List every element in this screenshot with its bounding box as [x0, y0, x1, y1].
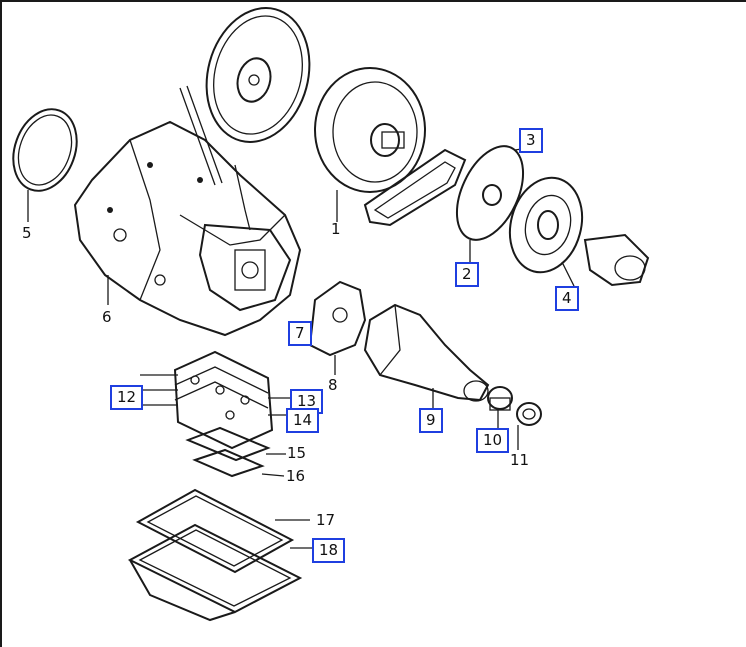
label-14: 14 — [286, 408, 320, 433]
part-8-extension-gasket — [308, 280, 367, 375]
part-5-gasket — [12, 108, 78, 222]
part-1-torque-converter — [314, 67, 426, 222]
label-11: 11 — [510, 451, 530, 469]
pump-gasket — [363, 148, 467, 227]
part-17-oil-pan-gasket — [135, 488, 310, 574]
label-12: 12 — [110, 385, 144, 410]
part-4-oil-pump — [508, 176, 650, 287]
valve-body — [140, 350, 292, 478]
label-17: 17 — [316, 511, 336, 529]
label-1: 1 — [331, 220, 341, 238]
part-18-oil-pan — [127, 523, 312, 622]
part-9-extension-housing — [363, 303, 490, 408]
label-9: 9 — [419, 408, 443, 433]
part-11-seal — [516, 402, 542, 450]
label-18: 18 — [312, 538, 346, 563]
label-5: 5 — [22, 224, 32, 242]
label-6: 6 — [102, 308, 112, 326]
label-10: 10 — [476, 428, 510, 453]
label-15: 15 — [287, 444, 307, 462]
label-2: 2 — [455, 262, 479, 287]
part-10-bushing — [487, 386, 513, 428]
label-8: 8 — [328, 376, 338, 394]
part-2-plate — [455, 145, 529, 262]
part-6-transmission-case — [73, 85, 302, 337]
label-7: 7 — [288, 321, 312, 346]
label-4: 4 — [555, 286, 579, 311]
label-16: 16 — [286, 467, 306, 485]
label-3: 3 — [519, 128, 543, 153]
flexplate — [205, 7, 311, 143]
